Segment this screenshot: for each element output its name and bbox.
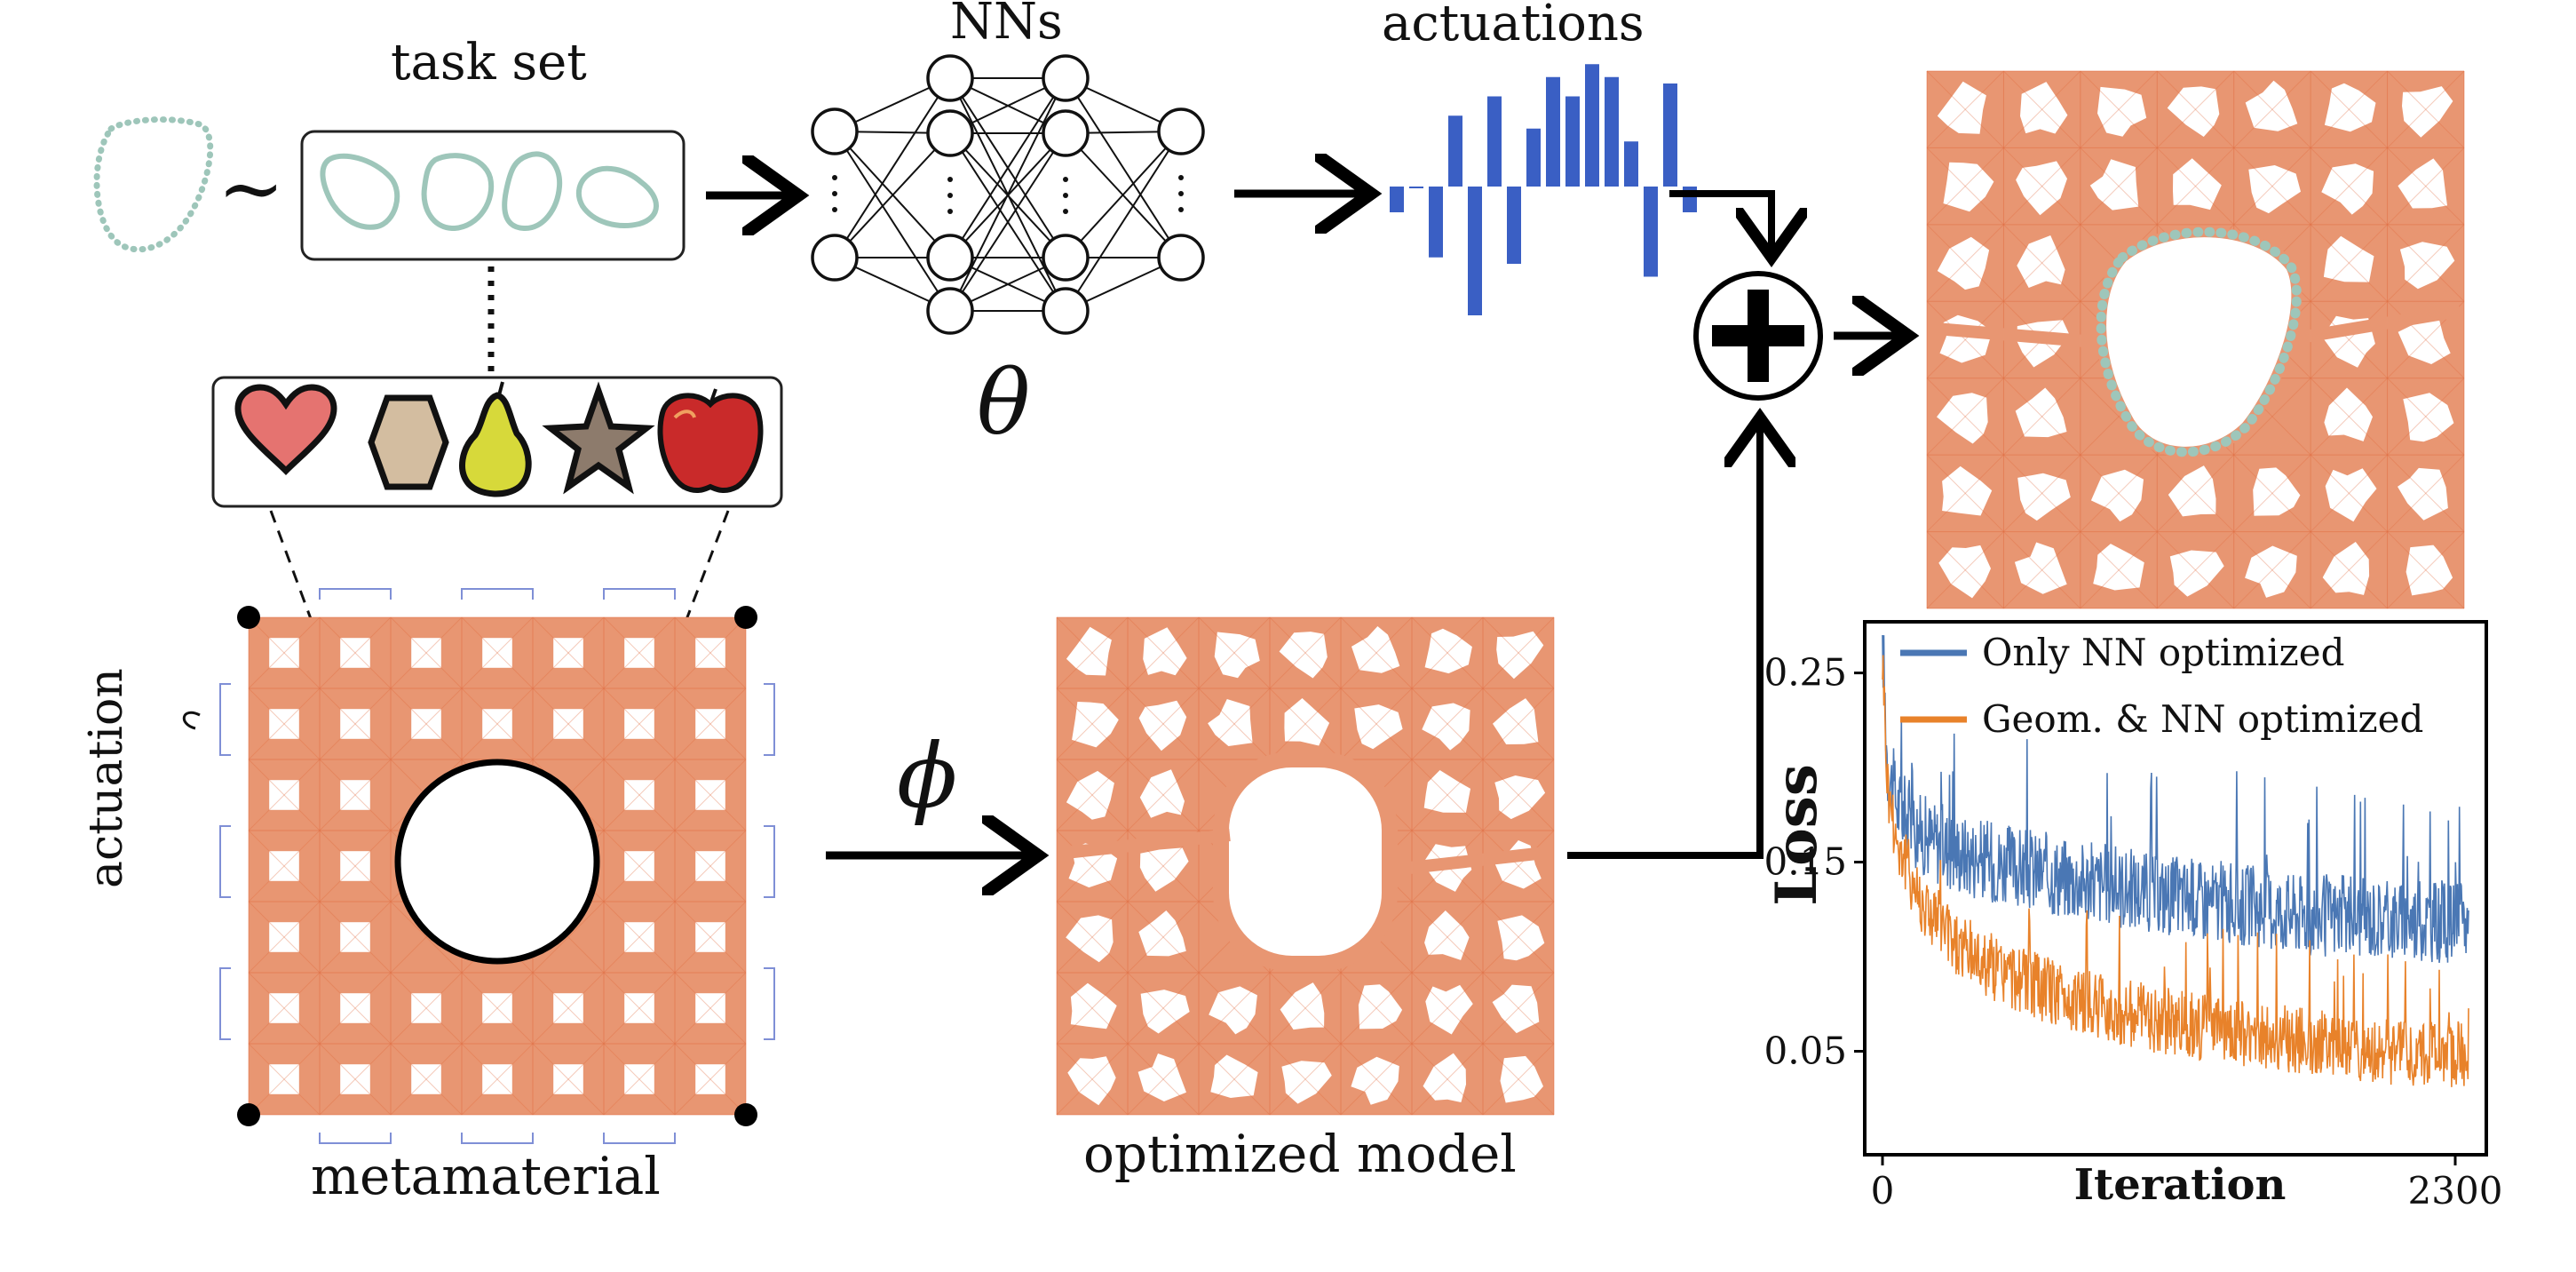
- legend-entry: Only NN optimized: [1982, 631, 2344, 674]
- metamaterial-lattice: [183, 588, 775, 1144]
- theta-symbol: θ: [977, 351, 1031, 455]
- metamaterial-label: metamaterial: [311, 1146, 661, 1206]
- actuation-bar: [1468, 187, 1482, 315]
- arrow-actuations-to-plus: [1669, 190, 1771, 250]
- actuation-label: actuation: [80, 668, 133, 888]
- actuation-bar: [1663, 83, 1677, 187]
- nn-node: [1042, 234, 1090, 282]
- nn-node: [1042, 287, 1090, 335]
- neural-network-icon: [811, 54, 1205, 335]
- task-set-label: task set: [391, 34, 587, 91]
- nn-node: [811, 107, 859, 155]
- actuation-bar: [1429, 187, 1443, 258]
- actuation-bar: [1605, 76, 1619, 187]
- nn-node: [1042, 54, 1090, 102]
- nn-node: [926, 109, 974, 157]
- optimized-model-label: optimized model: [1083, 1124, 1517, 1184]
- actuation-bars: [1390, 64, 1697, 315]
- actuation-bar: [1409, 187, 1423, 188]
- target-curve-icon: [93, 116, 214, 253]
- x-axis-label: Iteration: [2074, 1160, 2287, 1210]
- x-tick-label: 0: [1871, 1169, 1895, 1212]
- actuation-bar: [1526, 128, 1541, 187]
- actuation-bar: [1624, 141, 1638, 187]
- actuation-bar: [1585, 64, 1599, 187]
- arrow-model-to-plus: [1567, 425, 1760, 859]
- actuation-bar: [1507, 187, 1521, 264]
- deformed-result-lattice: [1926, 70, 2465, 609]
- series-line: [1882, 655, 2469, 1087]
- nn-node: [1157, 107, 1205, 155]
- series-line: [1882, 634, 2469, 963]
- actuation-bar: [1448, 115, 1462, 187]
- hexagon-icon: [368, 394, 449, 490]
- tilde-symbol: ~: [218, 142, 285, 235]
- nn-node: [926, 234, 974, 282]
- actuations-label: actuations: [1382, 0, 1645, 52]
- apple-icon: [657, 388, 764, 494]
- actuation-bar: [1565, 96, 1580, 187]
- star-icon: [542, 381, 655, 495]
- loss-chart: 0.05 0.15 0.25 0 2300 Iteration Loss Only NN op…: [1764, 620, 2503, 1212]
- y-tick-label: 0.05: [1764, 1030, 1847, 1073]
- heart-icon: [234, 384, 337, 475]
- pear-icon: [459, 381, 532, 497]
- nn-node: [926, 287, 974, 335]
- y-axis-label: Loss: [1764, 764, 1830, 906]
- nn-node: [1157, 234, 1205, 282]
- nn-node: [1042, 109, 1090, 157]
- phi-symbol: ϕ: [897, 724, 958, 828]
- nns-label: NNs: [950, 0, 1063, 51]
- x-tick-label: 2300: [2408, 1169, 2503, 1212]
- y-tick-label: 0.15: [1764, 840, 1847, 884]
- nn-node: [811, 234, 859, 282]
- task-set-box: [300, 130, 686, 261]
- nn-node: [926, 54, 974, 102]
- plus-icon: [1693, 271, 1823, 401]
- shape-examples-box: [211, 376, 783, 508]
- optimized-model-lattice: [1056, 616, 1555, 1116]
- legend-entry: Geom. & NN optimized: [1982, 697, 2423, 741]
- actuation-bar: [1546, 76, 1560, 187]
- y-tick-label: 0.25: [1764, 651, 1847, 695]
- actuation-bar: [1487, 96, 1502, 187]
- actuation-bar: [1390, 187, 1404, 212]
- actuation-bar: [1644, 187, 1658, 277]
